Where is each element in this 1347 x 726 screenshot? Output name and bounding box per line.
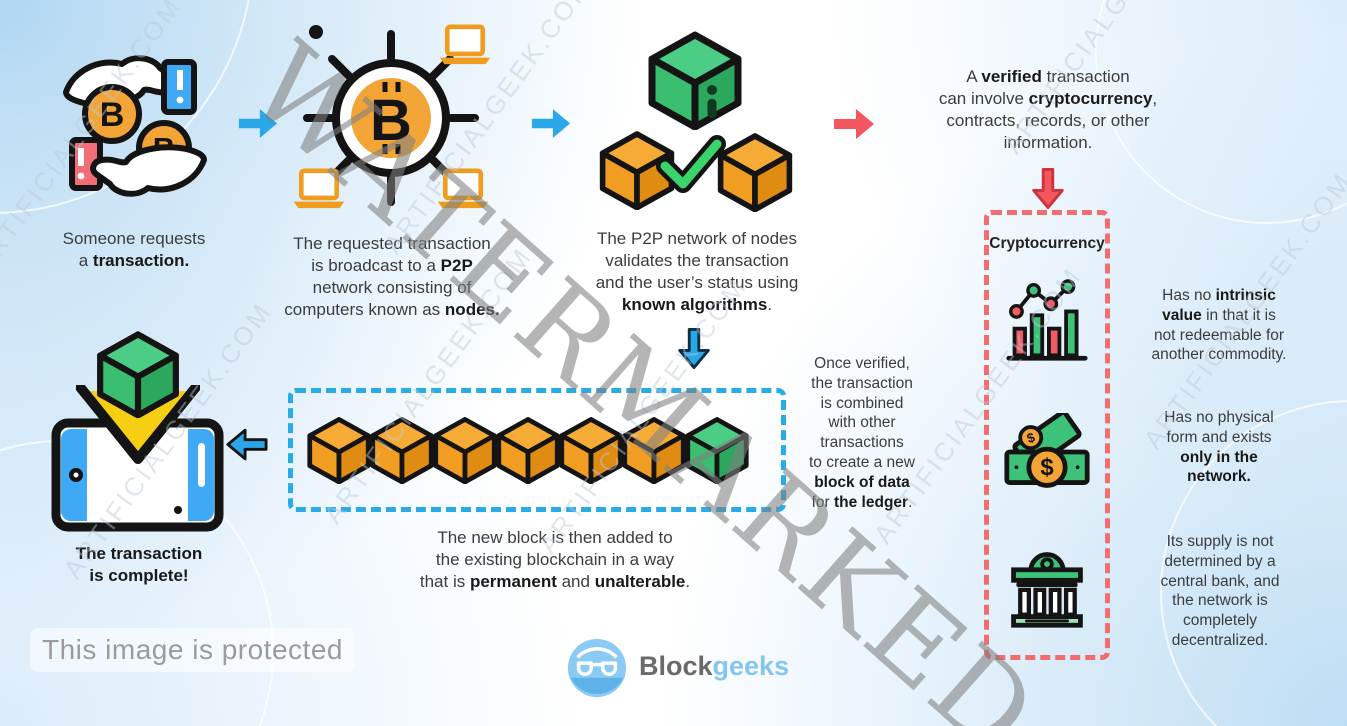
right-arrow-icon <box>237 106 279 141</box>
block-cube-icon <box>715 132 795 212</box>
complete-caption: The transaction is complete! <box>75 544 203 586</box>
block-cube-icon <box>557 416 625 484</box>
step4-text: A verified transaction can involve crypt… <box>938 67 1158 153</box>
blockgeeks-logo-icon <box>567 638 627 698</box>
down-arrow-blue-icon <box>672 326 716 370</box>
validation-cubes-icon <box>593 30 798 220</box>
block-cube-icon <box>305 416 373 484</box>
svg-text:B: B <box>370 88 412 153</box>
cryptocurrency-label: Cryptocurrency <box>989 235 1105 252</box>
new-block-caption: The new block is then added to the exist… <box>419 528 691 592</box>
crypto-fact-intrinsic: Has no intrinsic value in that it is not… <box>1151 287 1287 364</box>
once-verified-text: Once verified, the transaction is combin… <box>809 355 915 511</box>
blockgeeks-wordmark: Blockgeeks <box>639 651 790 681</box>
step2-caption: The requested transaction is broadcast t… <box>284 234 500 320</box>
block-cube-green-icon <box>645 30 745 130</box>
central-bank-icon <box>1011 552 1083 628</box>
left-arrow-icon <box>226 427 268 462</box>
bitcoin-coin-icon <box>82 84 142 144</box>
hand-bottom-icon <box>90 144 207 197</box>
block-chain <box>293 393 781 507</box>
hands-exchange-bitcoin-icon: B B <box>63 55 207 197</box>
cryptocurrency-panel: Cryptocurrency $ $ <box>984 210 1110 660</box>
right-arrow-icon <box>530 106 572 141</box>
block-cube-icon <box>431 416 499 484</box>
block-cube-icon <box>368 416 436 484</box>
block-cube-icon <box>494 416 562 484</box>
right-arrow-red-icon <box>832 106 876 142</box>
new-block-cube-icon <box>683 416 751 484</box>
protection-notice: This image is protected <box>30 628 355 672</box>
step3-caption: The P2P network of nodes validates the t… <box>595 229 799 315</box>
laptop-icon <box>440 27 490 64</box>
svg-text:$: $ <box>1040 454 1053 481</box>
money-cash-icon: $ $ <box>1004 413 1090 488</box>
transaction-complete-icon <box>50 330 228 535</box>
funnel-icon <box>76 385 200 464</box>
network-dot <box>309 25 323 39</box>
crypto-fact-no-physical-form: Has no physical form and exists only in … <box>1164 409 1274 486</box>
laptop-icon <box>438 171 488 208</box>
down-arrow-red-icon <box>1026 166 1070 210</box>
step1-caption: Someone requests a transaction. <box>62 229 206 271</box>
bitcoin-network-node-icon: B <box>285 16 497 221</box>
checkmark-icon <box>656 135 726 193</box>
market-chart-icon <box>1006 279 1088 361</box>
blockchain-panel <box>288 388 786 512</box>
incoming-block-cube-icon <box>94 330 182 418</box>
block-cube-icon <box>620 416 688 484</box>
crypto-fact-decentralized: Its supply is not determined by a centra… <box>1160 533 1280 650</box>
svg-text:B: B <box>100 96 125 134</box>
laptop-icon <box>294 171 344 208</box>
